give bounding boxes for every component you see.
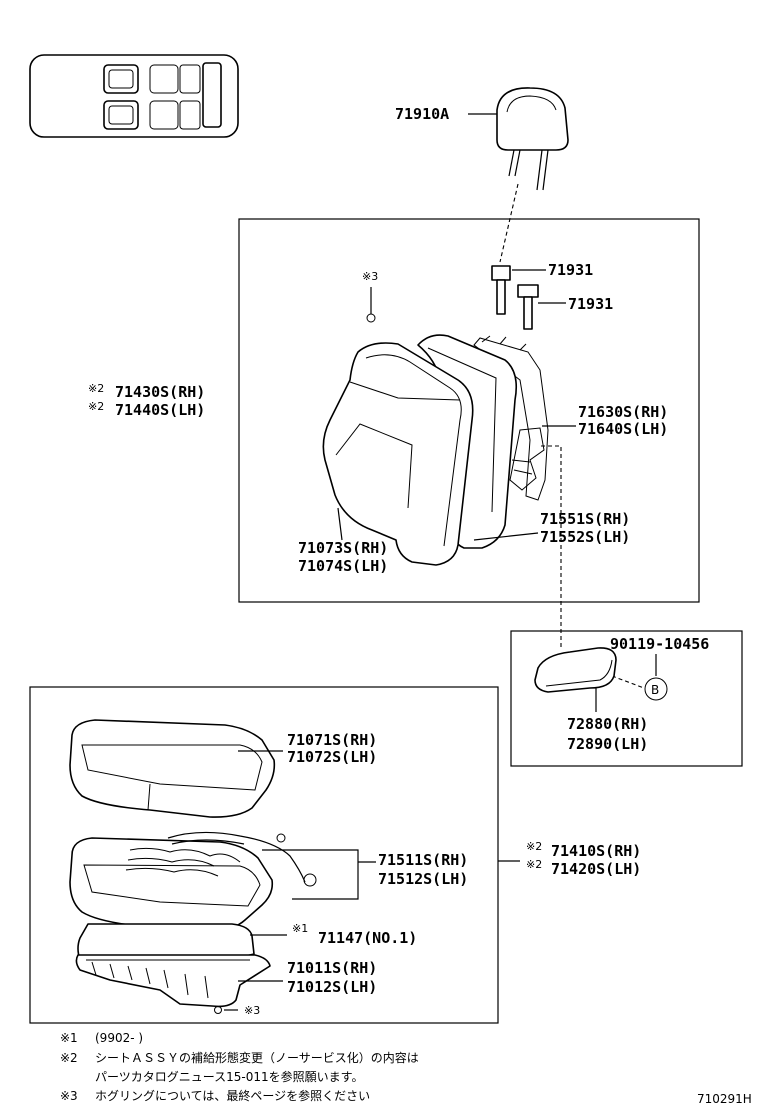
mark-back-assy-lh: ※2 bbox=[88, 400, 104, 413]
label-cushion-assy-rh: 71410S(RH) bbox=[551, 842, 641, 860]
ref-b-icon bbox=[644, 677, 668, 701]
label-cushion-frame-rh: 71011S(RH) bbox=[287, 959, 377, 977]
label-back-cover-rh: 71073S(RH) bbox=[298, 539, 388, 557]
note-2-mark: ※2 bbox=[60, 1051, 78, 1065]
label-cushion-cover-lh: 71072S(LH) bbox=[287, 748, 377, 766]
label-cushion-cover-rh: 71071S(RH) bbox=[287, 731, 377, 749]
headrest bbox=[496, 87, 569, 191]
seat-cushion-pad bbox=[69, 831, 317, 932]
label-cushion-pad-lh: 71512S(LH) bbox=[378, 870, 468, 888]
label-back-assy-rh: 71430S(RH) bbox=[115, 383, 205, 401]
label-support-1: 71931 bbox=[548, 261, 593, 279]
label-cushion-assy-lh: 71420S(LH) bbox=[551, 860, 641, 878]
hog-ring-icon-bottom bbox=[214, 1006, 222, 1014]
label-support-2: 71931 bbox=[568, 295, 613, 313]
note-1-mark: ※1 bbox=[60, 1031, 78, 1045]
label-pad-no1: 71147(NO.1) bbox=[318, 929, 417, 947]
seat-cushion-frame bbox=[75, 954, 271, 1008]
diagram-id: 710291H bbox=[697, 1092, 752, 1106]
armrest-group bbox=[510, 630, 743, 767]
label-hog-ring-top: ※3 bbox=[362, 270, 378, 283]
seat-position-icon bbox=[29, 54, 239, 138]
seat-cushion-group bbox=[29, 686, 499, 1024]
label-back-cover-lh: 71074S(LH) bbox=[298, 557, 388, 575]
mark-cushion-assy-rh: ※2 bbox=[526, 840, 542, 853]
seat-back-frame bbox=[473, 335, 549, 501]
label-ref-b: B bbox=[651, 683, 659, 697]
label-back-frame-lh: 71640S(LH) bbox=[578, 420, 668, 438]
note-2-line-1: シートＡＳＳＹの補給形態変更（ノーサービス化）の内容は bbox=[95, 1050, 419, 1065]
footnotes: ※1 (9902- ) ※2 シートＡＳＳＹの補給形態変更（ノーサービス化）の内… bbox=[60, 1031, 419, 1103]
label-hog-ring-bottom: ※3 bbox=[244, 1004, 260, 1017]
label-armrest-lh: 72890(LH) bbox=[567, 735, 648, 753]
label-back-pad-rh: 71551S(RH) bbox=[540, 510, 630, 528]
label-cushion-pad-rh: 71511S(RH) bbox=[378, 851, 468, 869]
label-back-assy-lh: 71440S(LH) bbox=[115, 401, 205, 419]
label-screw: 90119-10456 bbox=[610, 635, 709, 653]
label-armrest-rh: 72880(RH) bbox=[567, 715, 648, 733]
hog-ring-icon bbox=[366, 313, 376, 323]
note-2-line-2: パーツカタログニュース15-011を参照願います。 bbox=[95, 1069, 363, 1084]
label-back-pad-lh: 71552S(LH) bbox=[540, 528, 630, 546]
label-back-frame-rh: 71630S(RH) bbox=[578, 403, 668, 421]
mark-back-assy-rh: ※2 bbox=[88, 382, 104, 395]
seat-back-group bbox=[238, 218, 700, 603]
mark-cushion-assy-lh: ※2 bbox=[526, 858, 542, 871]
headrest-support-2 bbox=[517, 284, 539, 330]
seat-cushion-cover bbox=[69, 719, 276, 818]
armrest bbox=[534, 647, 617, 693]
seat-back-cover bbox=[322, 342, 474, 566]
label-cushion-frame-lh: 71012S(LH) bbox=[287, 978, 377, 996]
label-headrest: 71910A bbox=[395, 105, 449, 123]
headrest-support-1 bbox=[491, 265, 511, 315]
note-1-text: (9902- ) bbox=[95, 1031, 143, 1045]
note-3-mark: ※3 bbox=[60, 1089, 78, 1103]
note-3-text: ホグリングについては、最終ページを参照ください bbox=[95, 1088, 370, 1103]
mark-pad: ※1 bbox=[292, 922, 308, 935]
